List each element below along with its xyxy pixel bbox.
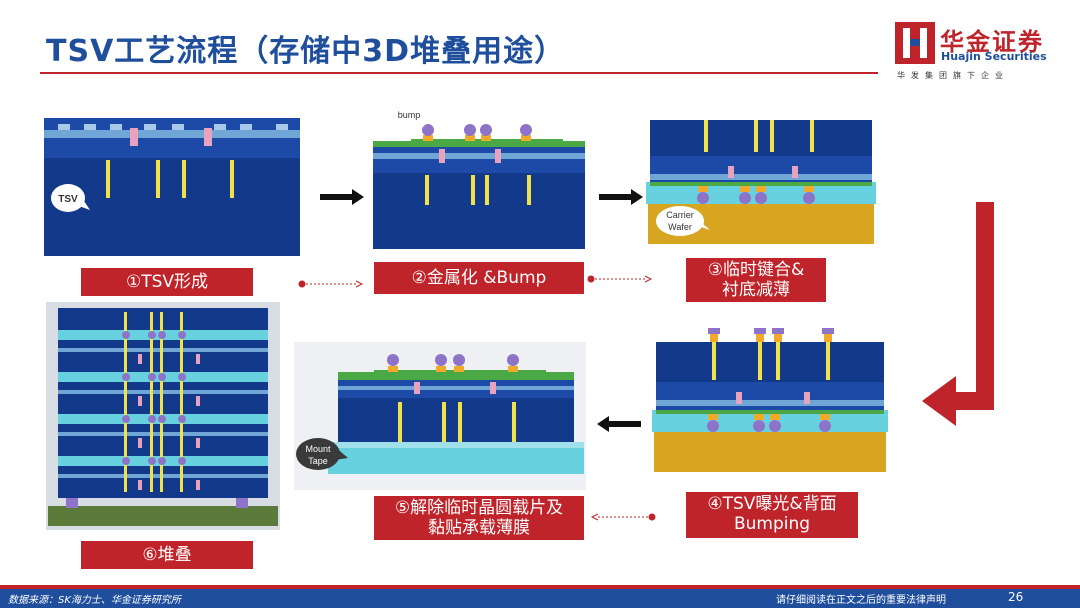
step6-diagram [46,302,280,530]
arrow-right-icon [320,189,364,205]
step3-label-line2: 衬底减薄 [722,280,790,300]
carrier-callout-line2: Wafer [668,222,692,232]
brand-tagline: 华发集团旗下企业 [897,71,1009,80]
mount-callout-line2: Tape [308,456,328,466]
legal-disclaimer: 请仔细阅读在正文之后的重要法律声明 [776,595,946,606]
step3-label: ③临时键合& 衬底减薄 [686,258,826,302]
mount-callout-line1: Mount [305,444,331,454]
brand-name-en: Huajin Securities [941,50,1047,63]
step4-label: ④TSV曝光&背面 Bumping [686,492,858,538]
step4-label-line2: Bumping [733,514,811,534]
step3-label-line1: ③临时键合& [707,260,805,280]
step4-label-line1: ④TSV曝光&背面 [707,494,837,514]
step5-label-line2: 黏贴承载薄膜 [428,518,530,538]
dotted-arrow-left-icon [590,513,656,521]
brand-name-cn: 华金证券 [940,28,1044,56]
footer-accent [0,585,1080,589]
carrier-callout-line1: Carrier [666,210,694,220]
step1-diagram: TSV [44,118,300,256]
arrow-left-icon [597,416,641,432]
step2-diagram: bump [373,104,585,249]
page-title: TSV工艺流程（存储中3D堆叠用途） [46,34,566,69]
footer [0,589,1080,608]
tsv-callout: TSV [58,194,78,205]
step3-diagram: Carrier Wafer [646,120,876,244]
page-number: 26 [1008,590,1024,604]
step2-label: ②金属化 &Bump [374,262,584,294]
dotted-arrow-icon [587,275,653,283]
huajin-logo-icon [895,22,935,64]
arrow-right-icon [599,189,643,205]
turn-down-arrow-icon [922,202,994,426]
tsv-callout-bubble [51,184,85,212]
step4-diagram [652,328,888,472]
data-source: 数据来源：SK海力士、华金证券研究所 [8,595,181,606]
step1-label: ①TSV形成 [81,268,253,296]
dotted-arrow-icon [298,280,364,288]
step6-label: ⑥堆叠 [81,541,253,569]
title-divider [40,72,878,74]
bump-callout: bump [398,110,421,120]
step5-label-line1: ⑤解除临时晶圆载片及 [394,498,564,518]
step5-label: ⑤解除临时晶圆载片及 黏贴承载薄膜 [374,496,584,540]
step5-diagram: Mount Tape [294,342,586,490]
